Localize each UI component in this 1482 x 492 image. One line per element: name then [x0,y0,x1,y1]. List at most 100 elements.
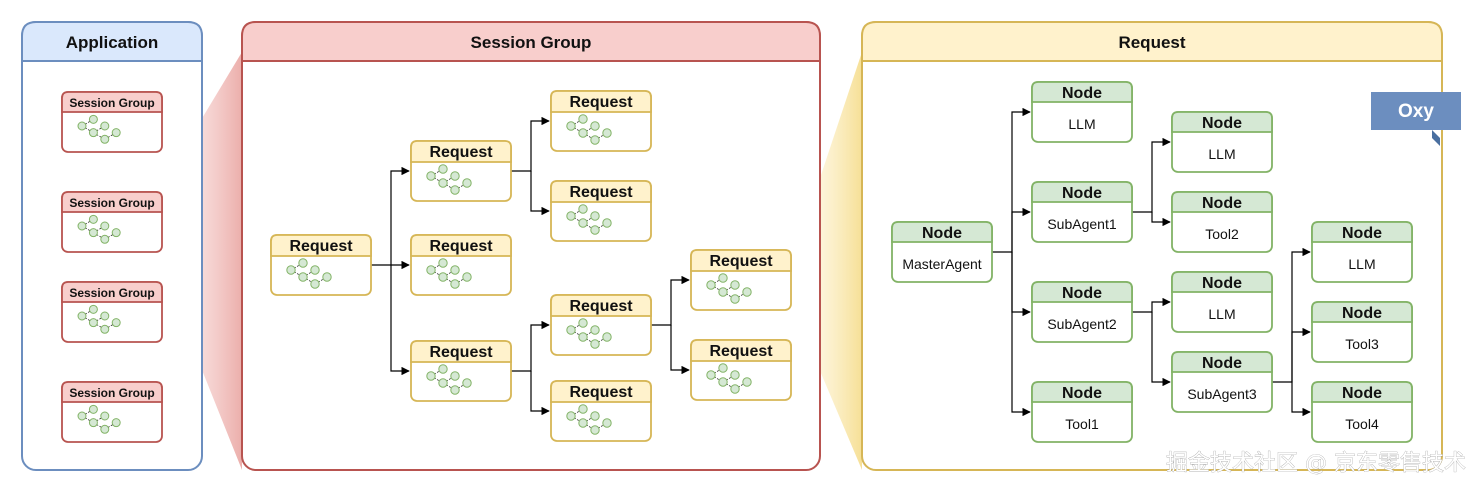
mini-graph-icon [77,114,121,144]
oxy-badge: Oxy [1371,92,1461,146]
flow-arrow [1151,312,1171,387]
flow-arrow [1011,252,1031,417]
request-card: Request [690,339,792,401]
request-card-title: Request [709,253,773,270]
request-card-title: Request [569,184,633,201]
mini-graph-icon [566,204,612,235]
session-group-edges [371,116,690,416]
request-card: Request [550,380,652,442]
session-group-requests: RequestRequestRequestRequestRequestReque… [270,90,792,442]
flow-arrow [1132,297,1171,313]
mini-graph-icon [566,404,612,435]
node-header-text: Node [1202,195,1242,212]
mini-graph-icon [77,404,121,434]
request-card-title: Request [429,344,493,361]
flow-arrow [511,116,550,172]
flow-arrow [371,166,410,266]
flow-arrow [1272,247,1311,383]
mini-graph-icon [286,258,332,289]
node-label-text: Tool4 [1345,416,1379,432]
session-group-card-title: Session Group [69,96,154,110]
node-header-text: Node [1342,305,1382,322]
flow-arrow [670,325,690,375]
node-header-text: Node [1062,185,1102,202]
node-header-text: Node [1342,225,1382,242]
node-label-text: SubAgent3 [1187,386,1256,402]
flow-arrow [651,275,690,326]
flow-arrow [390,265,410,376]
node-header-text: Node [1342,385,1382,402]
mini-graph-icon [706,363,752,394]
request-card: Request [410,234,512,296]
session-group-card: Session Group [61,91,163,153]
node-label-text: MasterAgent [902,256,981,272]
flow-arrow [511,320,550,372]
request-card: Request [550,294,652,356]
request-panel-title: Request [1118,33,1185,52]
flow-arrow [1011,207,1031,252]
mini-graph-icon [426,364,472,395]
flow-arrow [1291,327,1311,382]
node-header-text: Node [1062,285,1102,302]
node-label-text: LLM [1208,146,1235,162]
request-card: Request [550,90,652,152]
request-card: Request [270,234,372,296]
node-label-text: Tool1 [1065,416,1099,432]
request-card: Request [690,249,792,311]
session-group-card: Session Group [61,281,163,343]
session-group-card: Session Group [61,191,163,253]
request-card-title: Request [429,238,493,255]
oxy-badge-text: Oxy [1398,101,1434,122]
node-label-text: LLM [1068,116,1095,132]
request-card-title: Request [289,238,353,255]
mini-graph-icon [706,273,752,304]
node-label-text: SubAgent1 [1047,216,1116,232]
node-header-text: Node [1202,115,1242,132]
node-label-text: SubAgent2 [1047,316,1116,332]
session-group-card-title: Session Group [69,196,154,210]
request-card-title: Request [569,94,633,111]
request-card: Request [410,340,512,402]
zoom-funnel-yellow [790,52,862,470]
mini-graph-icon [77,214,121,244]
mini-graph-icon [566,318,612,349]
mini-graph-icon [77,304,121,334]
request-card: Request [550,180,652,242]
flow-arrow [1291,382,1311,417]
node-label-text: Tool3 [1345,336,1379,352]
mini-graph-icon [426,258,472,289]
request-card-title: Request [429,144,493,161]
mini-graph-icon [426,164,472,195]
request-card-title: Request [569,298,633,315]
node-header-text: Node [1202,275,1242,292]
session-group-panel: Session Group [241,21,821,471]
flow-arrow [992,107,1031,253]
node-header-text: Node [1062,85,1102,102]
node-header-text: Node [1062,385,1102,402]
flow-arrow [530,171,550,216]
watermark-text: 掘金技术社区 @ 京东零售技术 [1166,451,1466,476]
node-label-text: LLM [1208,306,1235,322]
flow-arrow [530,371,550,416]
mini-graph-icon [566,114,612,145]
session-group-panel-title: Session Group [471,33,592,52]
session-group-card: Session Group [61,381,163,443]
node-header-text: Node [922,225,962,242]
flow-arrow [1132,137,1171,213]
application-panel-title: Application [66,33,159,52]
request-nodes: NodeMasterAgentNodeLLMNodeSubAgent1NodeS… [891,81,1413,443]
session-group-card-title: Session Group [69,286,154,300]
